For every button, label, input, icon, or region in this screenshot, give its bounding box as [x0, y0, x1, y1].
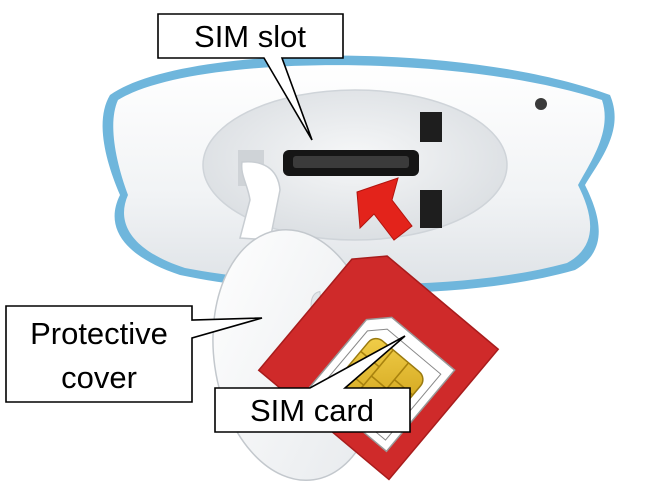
upper-port: [420, 112, 442, 142]
callout-sim-card-box: [214, 335, 411, 433]
sim-slot-area: [202, 89, 508, 241]
callout-protective-cover-line1: Protective: [30, 316, 168, 351]
callout-sim-slot-label: SIM slot: [194, 19, 306, 54]
callout-sim-slot: SIM slot: [157, 13, 344, 141]
callout-sim-card-label: SIM card: [250, 393, 374, 428]
sim-slot-inner: [293, 156, 409, 168]
arrow-red: [356, 177, 413, 241]
callout-sim-card: SIM card: [214, 335, 411, 433]
lower-port: [420, 190, 442, 228]
insertion-arrow: [356, 177, 413, 241]
callout-protective-cover-box: [5, 305, 263, 403]
callout-sim-slot-box: [157, 13, 344, 141]
callout-protective-cover-line2: cover: [61, 360, 137, 395]
callout-protective-cover: Protective cover: [5, 305, 263, 403]
indicator-hole: [535, 98, 547, 110]
